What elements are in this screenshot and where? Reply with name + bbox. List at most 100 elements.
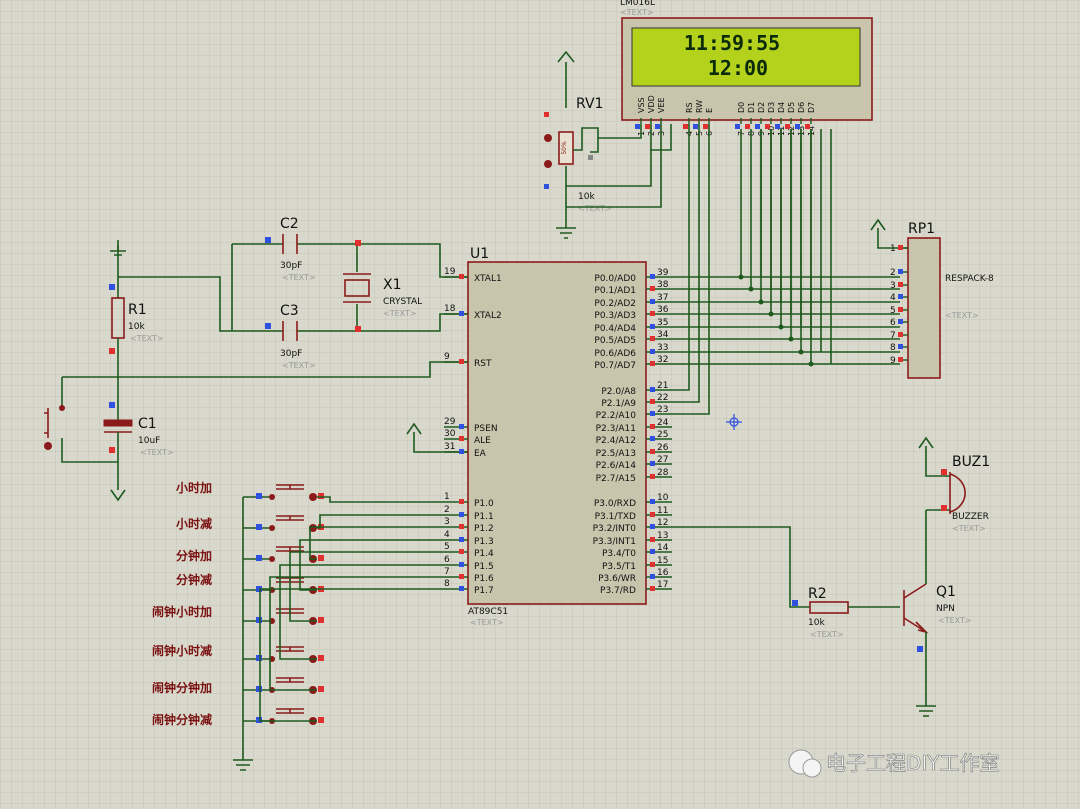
- u1-right-pin-name: P0.3/AD3: [594, 311, 636, 321]
- rv1-potentiometer[interactable]: 50% RV1 10k <TEXT>: [544, 50, 612, 239]
- u1-right-pin-name: P0.4/AD4: [594, 324, 636, 334]
- u1-right-pin-dot: [650, 474, 655, 479]
- u1-left-pin-name: XTAL2: [474, 311, 502, 321]
- q1-sub: <TEXT>: [938, 616, 972, 625]
- u1-label: U1: [470, 246, 489, 262]
- crosshair-icon: [726, 414, 742, 430]
- q1-label: Q1: [936, 584, 956, 600]
- c2-sub: <TEXT>: [282, 273, 316, 282]
- lcd-pin-dot: [775, 124, 780, 129]
- c2-pin: [265, 237, 271, 243]
- u1-microcontroller[interactable]: U1 AT89C51 <TEXT> 19XTAL118XTAL29RST29PS…: [444, 246, 672, 627]
- watermark-text: 电子工程DIY工作室: [826, 751, 1000, 775]
- ea-power-arrow: [406, 422, 422, 435]
- u1-left-pin-number: 1: [444, 492, 450, 502]
- r1-value: 10k: [128, 322, 145, 332]
- reset-circuit[interactable]: R1 10k <TEXT> C1 10uF <TEXT>: [44, 240, 468, 502]
- lcd-control-wires: [672, 124, 710, 415]
- u1-right-pin-dot: [650, 574, 655, 579]
- button-label: 小时加: [176, 480, 212, 495]
- lcd-line-1: 11:59:55: [684, 31, 780, 55]
- u1-right-pin-name: P2.2/A10: [596, 411, 637, 421]
- u1-right-pin-dot: [650, 324, 655, 329]
- u1-right-pin-dot: [650, 411, 655, 416]
- button-label: 小时减: [176, 516, 212, 531]
- reset-button[interactable]: [44, 408, 49, 438]
- buzzer-power-arrow: [918, 436, 934, 449]
- button-signal-wire: [317, 514, 444, 529]
- u1-left-pin-dot: [459, 512, 464, 517]
- c1-label: C1: [138, 416, 157, 432]
- q1-ground-symbol: [916, 705, 936, 717]
- u1-right-pin-number: 15: [657, 556, 668, 566]
- u1-right-pin-number: 33: [657, 343, 668, 353]
- rv1-ground-symbol: [556, 227, 576, 239]
- u1-right-pin-number: 28: [657, 468, 669, 478]
- rv1-sub: <TEXT>: [578, 204, 612, 213]
- u1-right-pin-name: P3.4/T0: [602, 549, 636, 559]
- lcd-pins: VSS1VDD2VEE3RS4RW5E6D07D18D29D310D411D51…: [635, 95, 816, 136]
- oscillator-circuit[interactable]: C2 30pF <TEXT> C3 30pF <TEXT> X1 CRYSTAL…: [118, 216, 468, 370]
- u1-right-pin-dot: [650, 399, 655, 404]
- r1-pin-top: [109, 284, 115, 290]
- r2-label: R2: [808, 586, 827, 602]
- rp1-pin-number: 9: [890, 356, 896, 366]
- u1-left-pin-number: 3: [444, 517, 450, 527]
- u1-right-pin-name: P2.5/A13: [596, 449, 636, 459]
- u1-right-pin-name: P2.6/A14: [596, 461, 637, 471]
- u1-right-pin-dot: [650, 499, 655, 504]
- button-actuator: [276, 677, 304, 683]
- button-label: 闹钟小时减: [152, 643, 212, 658]
- rp1-pin-number: 7: [890, 331, 896, 341]
- lcd-pin-name: D7: [807, 102, 816, 113]
- q1-legs: [903, 583, 927, 633]
- rp1-pin-dot: [898, 307, 903, 312]
- u1-left-pin-dot: [459, 574, 464, 579]
- c2-label: C2: [280, 216, 299, 232]
- rp1-pin-number: 1: [890, 244, 896, 254]
- u1-left-pin-dot: [459, 274, 464, 279]
- push-button[interactable]: 闹钟分钟加: [152, 576, 444, 695]
- button-label: 闹钟小时加: [152, 604, 212, 619]
- u1-left-pin-name: P1.2: [474, 524, 494, 534]
- button-signal-wire: [289, 551, 444, 622]
- u1-left-pin-dot: [459, 524, 464, 529]
- button-label: 闹钟分钟加: [152, 680, 212, 695]
- push-button[interactable]: 闹钟小时加: [152, 551, 444, 625]
- button-pin-dot: [318, 555, 324, 561]
- u1-left-pin-name: P1.0: [474, 499, 494, 509]
- u1-right-pin-number: 23: [657, 405, 668, 415]
- u1-right-pin-dot: [650, 387, 655, 392]
- rp1-pin-number: 2: [890, 268, 896, 278]
- u1-right-pin-name: P3.1/TXD: [595, 512, 636, 522]
- buzzer-pin-bottom: [941, 505, 947, 511]
- rv1-pin-dot-2: [544, 184, 549, 189]
- u1-right-pin-dot: [650, 461, 655, 466]
- rp1-value: RESPACK-8: [945, 274, 994, 284]
- u1-right-pin-number: 13: [657, 531, 668, 541]
- u1-left-pin-dot: [459, 449, 464, 454]
- button-pin-dot: [256, 617, 262, 623]
- lcd-pin-name: VDD: [647, 95, 656, 113]
- c3-value: 30pF: [280, 349, 302, 359]
- push-button[interactable]: 闹钟小时减: [152, 564, 444, 663]
- lcd-module[interactable]: LM016L <TEXT> 11:59:55 12:00 VSS1VDD2VEE…: [620, 0, 873, 136]
- buzzer-driver[interactable]: R2 10k <TEXT> Q1 NPN <TEXT> BUZ1 BUZZER …: [672, 436, 990, 717]
- x1-label: X1: [383, 277, 402, 293]
- u1-left-pin-name: P1.4: [474, 549, 494, 559]
- buz1-value: BUZZER: [952, 512, 989, 522]
- push-button[interactable]: 闹钟分钟减: [152, 588, 444, 727]
- rv1-pin-dot-3: [588, 155, 593, 160]
- u1-right-pin-number: 22: [657, 393, 668, 403]
- u1-left-pin-dot: [459, 499, 464, 504]
- rp1-pin-dot: [898, 245, 903, 250]
- push-button[interactable]: 小时加: [176, 480, 444, 503]
- u1-left-pin-number: 18: [444, 304, 456, 314]
- button-pin-dot: [256, 524, 262, 530]
- u1-right-pin-number: 25: [657, 430, 668, 440]
- button-pin-dot: [256, 493, 262, 499]
